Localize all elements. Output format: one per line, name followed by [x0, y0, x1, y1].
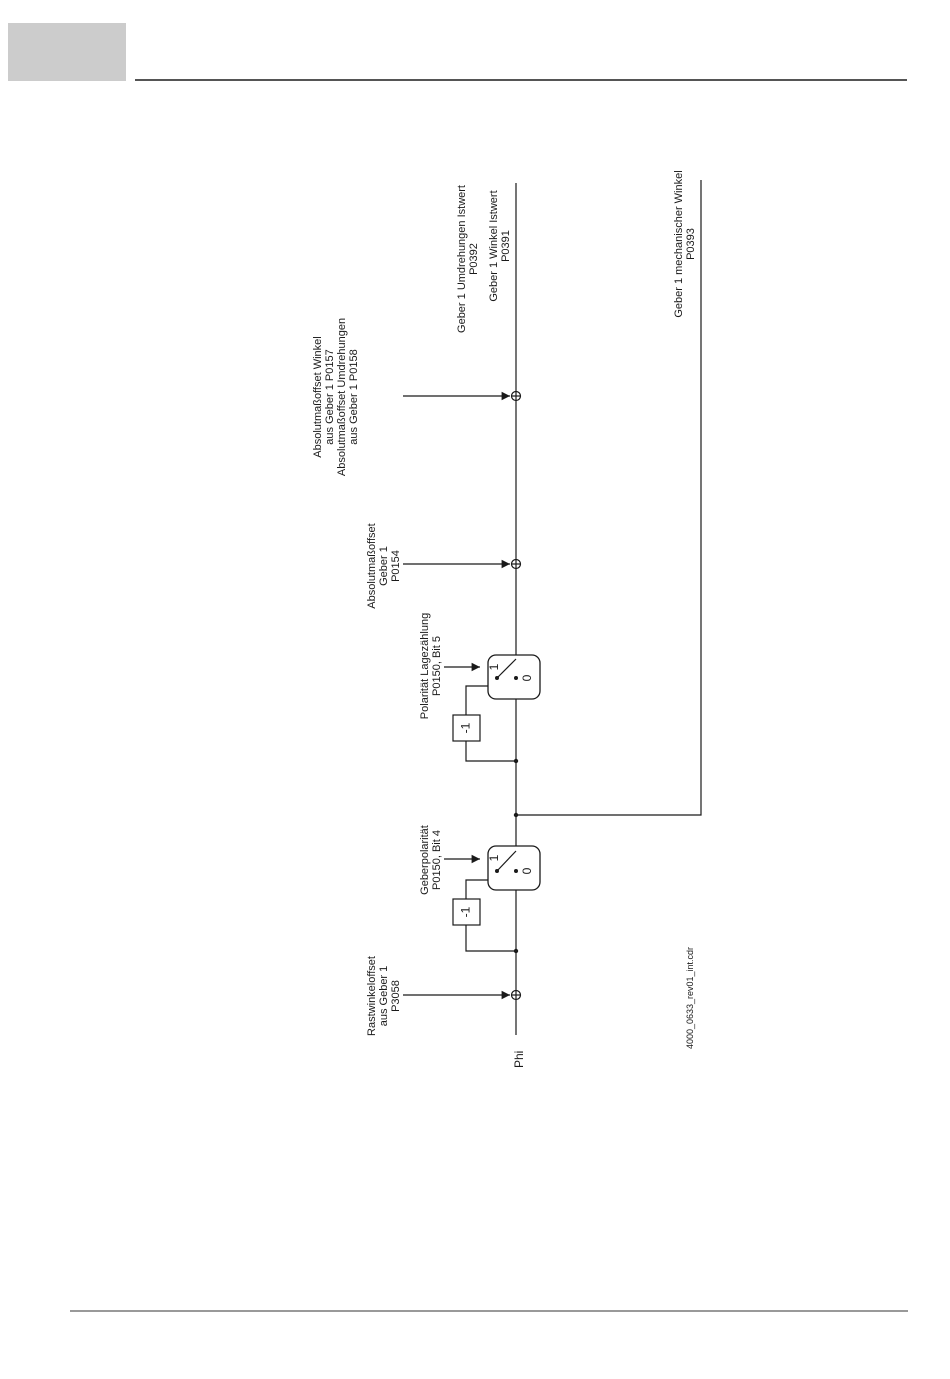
header-rule — [135, 79, 907, 81]
svg-text:4000_0633_rev01_int.cdr: 4000_0633_rev01_int.cdr — [685, 947, 695, 1049]
inverter-1-value: -1 — [459, 906, 473, 917]
polaritaet-lage-label: Polarität Lagezählung P0150, Bit 5 — [419, 613, 443, 719]
inverter-2-input-wire — [465, 741, 516, 762]
svg-text:Geber 1 Umdrehungen Istwert: Geber 1 Umdrehungen Istwert — [456, 185, 468, 333]
svg-text:aus Geber 1 P0157: aus Geber 1 P0157 — [324, 349, 336, 444]
file-reference: 4000_0633_rev01_int.cdr — [685, 947, 695, 1049]
switch-1-block — [487, 845, 541, 891]
svg-text:Absolutmaßoffset: Absolutmaßoffset — [366, 523, 378, 608]
inverter-2-block — [452, 714, 481, 742]
svg-text:aus Geber 1: aus Geber 1 — [378, 966, 390, 1027]
sum-point-absolut-offset — [510, 558, 522, 570]
switch-1-one: 1 — [487, 854, 501, 861]
svg-text:Geber 1 Winkel Istwert: Geber 1 Winkel Istwert — [488, 190, 500, 301]
svg-text:Rastwinkeloffset: Rastwinkeloffset — [366, 956, 378, 1036]
absolut-offset-label: Absolutmaßoffset Geber 1 P0154 — [366, 523, 402, 608]
svg-text:Absolutmaßoffset Winkel: Absolutmaßoffset Winkel — [312, 336, 324, 457]
sum-point-absolut-winkel — [510, 390, 522, 402]
rastwinkel-label: Rastwinkeloffset aus Geber 1 P3058 — [366, 956, 402, 1036]
footer-rule — [70, 1310, 908, 1312]
switch-2-zero: 0 — [520, 674, 534, 681]
svg-text:Geber 1 mechanischer Winkel: Geber 1 mechanischer Winkel — [673, 170, 685, 317]
svg-text:aus Geber 1 P0158: aus Geber 1 P0158 — [348, 349, 360, 444]
svg-text:P0391: P0391 — [500, 230, 512, 262]
switch-1-zero: 0 — [520, 867, 534, 874]
svg-text:Phi: Phi — [512, 1051, 526, 1068]
mech-angle-branch — [516, 180, 702, 816]
mech-winkel-label: Geber 1 mechanischer Winkel P0393 — [673, 170, 697, 317]
svg-text:P3058: P3058 — [390, 980, 402, 1012]
svg-text:P0392: P0392 — [468, 243, 480, 275]
inverter-1-input-wire — [465, 925, 516, 952]
svg-text:Polarität Lagezählung: Polarität Lagezählung — [419, 613, 431, 719]
svg-text:P0393: P0393 — [685, 228, 697, 260]
svg-text:Absolutmaßoffset Umdrehungen: Absolutmaßoffset Umdrehungen — [336, 318, 348, 476]
svg-text:P0150, Bit 4: P0150, Bit 4 — [431, 830, 443, 890]
switch-2-block — [487, 654, 541, 700]
svg-text:Geber 1: Geber 1 — [378, 546, 390, 586]
svg-text:P0150, Bit 5: P0150, Bit 5 — [431, 636, 443, 696]
sum-point-rastwinkel — [510, 989, 522, 1001]
phi-label: Phi — [512, 1051, 526, 1068]
header-gray-box — [8, 23, 126, 81]
switch-2-one: 1 — [487, 663, 501, 670]
junction-dot — [513, 812, 519, 818]
switch-2-contact — [496, 658, 517, 679]
svg-text:P0154: P0154 — [390, 550, 402, 582]
umdrehungen-ist-label: Geber 1 Umdrehungen Istwert P0392 — [456, 185, 480, 333]
switch-1-contact — [496, 850, 517, 872]
geberpolaritaet-label: Geberpolarität P0150, Bit 4 — [419, 825, 443, 895]
absolut-winkel-label: Absolutmaßoffset Winkel aus Geber 1 P015… — [312, 318, 360, 476]
inverter-2-value: -1 — [459, 722, 473, 733]
svg-text:Geberpolarität: Geberpolarität — [419, 825, 431, 895]
winkel-ist-label: Geber 1 Winkel Istwert P0391 — [488, 190, 512, 301]
